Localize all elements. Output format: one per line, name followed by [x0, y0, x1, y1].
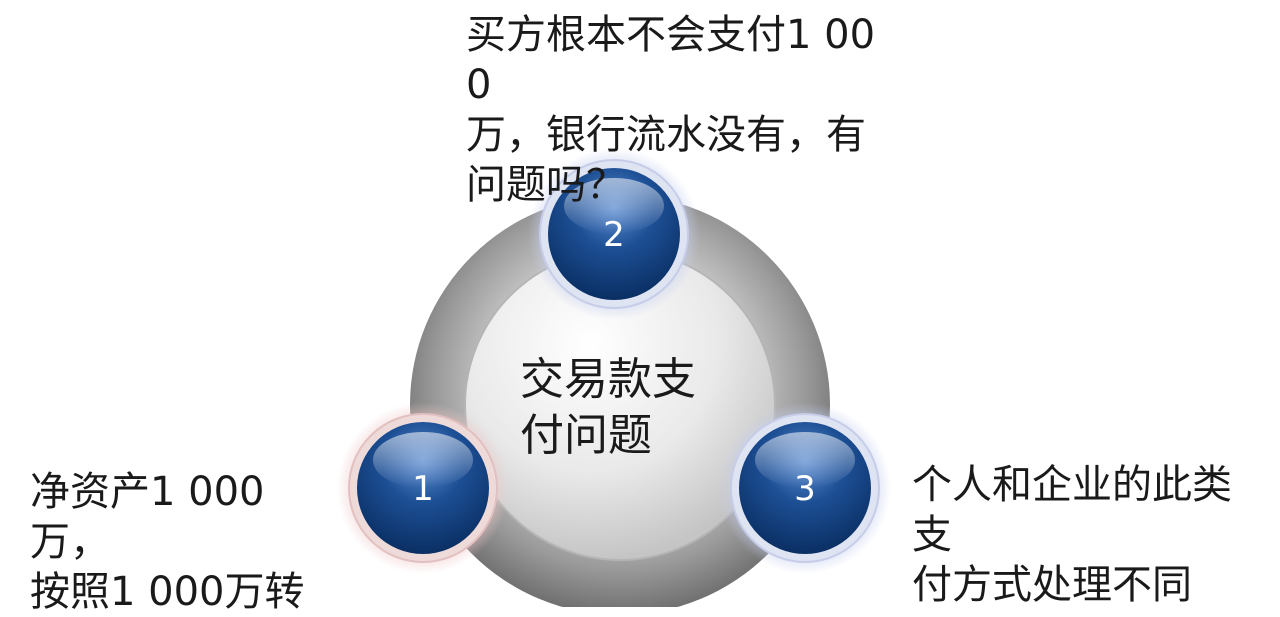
- node-2-number: 2: [603, 215, 625, 255]
- node-1-caption: 净资产1 000万， 按照1 000万转: [30, 469, 305, 615]
- node-1: 1: [337, 402, 509, 574]
- node-2: 2: [528, 148, 700, 320]
- node-1-number: 1: [412, 469, 434, 509]
- node-3-number: 3: [794, 469, 816, 509]
- node-2-caption: 买方根本不会支付1 000 万，银行流水没有，有 问题吗？: [466, 12, 876, 208]
- node-3: 3: [719, 402, 891, 574]
- node-3-caption: 个人和企业的此类支 付方式处理不同: [912, 462, 1232, 608]
- center-title: 交易款支 付问题: [520, 354, 696, 461]
